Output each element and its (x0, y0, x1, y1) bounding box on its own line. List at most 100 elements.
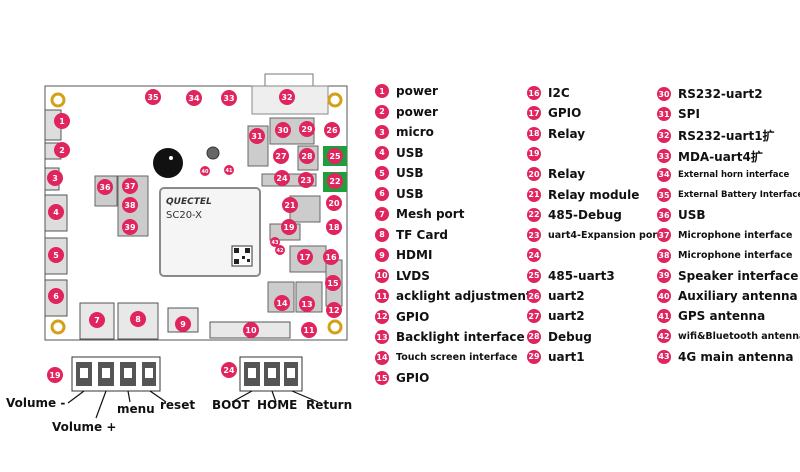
board-marker-label: 31 (251, 132, 263, 141)
legend-marker: 24 (527, 248, 541, 263)
legend-label: Relay (548, 167, 586, 182)
legend-marker: 42 (657, 329, 671, 344)
board-marker-label: 40 (202, 169, 209, 175)
legend-label: GPIO (396, 309, 430, 324)
board-marker-label: 29 (301, 125, 313, 134)
legend-marker: 39 (657, 268, 671, 283)
legend-marker: 5 (375, 166, 389, 180)
legend-label: GPIO (548, 106, 582, 121)
board-marker-dot (274, 170, 290, 186)
board-marker-label: 13 (301, 300, 312, 309)
board-marker-label: 17 (299, 253, 310, 262)
board-marker-dot (299, 296, 315, 312)
legend-label: Relay (548, 126, 586, 141)
legend-label: USB (678, 208, 706, 223)
legend-label: GPS antenna (678, 309, 766, 324)
board-marker-label: 3 (52, 174, 58, 183)
board-marker-label: 18 (328, 223, 340, 232)
board-marker-dot (275, 245, 285, 255)
legend-marker: 1 (375, 84, 389, 98)
module-name: SC20-X (166, 210, 202, 221)
legend-label: Relay module (548, 187, 640, 202)
legend-label: USB (396, 145, 424, 160)
legend-marker: 41 (657, 309, 671, 324)
board-marker-label: 4 (53, 208, 59, 217)
capacitor (206, 146, 220, 160)
button-strip-24 (239, 356, 303, 392)
legend-label: Touch screen interface (396, 352, 518, 363)
board-marker-dot (299, 121, 315, 137)
legend-marker: 35 (657, 188, 671, 202)
legend-item: 41 GPS antenna (657, 309, 766, 324)
legend-marker: 16 (527, 86, 541, 100)
label-home: HOME (257, 398, 298, 412)
legend-marker: 31 (657, 107, 671, 122)
board-marker-label: 6 (53, 292, 59, 301)
button-strip-marker (221, 362, 237, 378)
legend-marker: 29 (527, 349, 541, 364)
board-marker-dot (54, 142, 70, 158)
board-marker-label: 42 (277, 248, 284, 254)
button-strip-marker (47, 367, 63, 383)
board-marker-label: 26 (326, 126, 338, 135)
legend-marker: 7 (375, 207, 389, 221)
legend-marker: 25 (527, 268, 541, 283)
buzzer (153, 148, 183, 178)
board-marker-label: 34 (188, 94, 200, 103)
board-marker-dot (279, 89, 295, 105)
board-marker-label: 43 (272, 240, 279, 246)
board-marker-label: 25 (329, 152, 341, 161)
board-marker-label: 21 (284, 201, 296, 210)
legend-marker: 6 (375, 186, 389, 201)
board-marker-dot (327, 148, 343, 164)
legend-item: 25 485-uart3 (527, 268, 615, 283)
legend-label: 485-Debug (548, 207, 622, 222)
legend-label: 485-uart3 (548, 268, 615, 283)
board-marker-dot (47, 170, 63, 186)
legend-label: External Battery Interface (678, 190, 800, 200)
board-marker-dot (122, 219, 138, 235)
board-marker-label: 5 (53, 251, 59, 260)
legend-label: Microphone interface (678, 229, 793, 241)
board-marker-label: 19 (283, 223, 295, 232)
board-marker-label: 24 (276, 174, 288, 183)
legend-label: Auxiliary antenna (678, 289, 798, 303)
module-brand: QUECTEL (166, 197, 212, 207)
board-marker-dot (274, 295, 290, 311)
legend-marker: 23 (527, 228, 541, 243)
legend-item: 17 GPIO (527, 106, 582, 121)
board-marker-dot (97, 179, 113, 195)
legend-marker: 37 (657, 228, 671, 243)
board-marker-dot (275, 122, 291, 138)
legend-label: USB (396, 166, 424, 180)
legend-label: RS232-uart1扩 (678, 129, 775, 144)
board-marker-label: 1 (59, 117, 65, 126)
board-marker-dot (281, 219, 297, 235)
board-marker-dot (249, 128, 265, 144)
board-marker-label: 20 (328, 199, 340, 208)
legend-item: 37 Microphone interface (657, 228, 793, 243)
board-marker-label: 2 (59, 146, 65, 155)
legend-marker: 17 (527, 106, 541, 121)
board-marker-dot (323, 249, 339, 265)
